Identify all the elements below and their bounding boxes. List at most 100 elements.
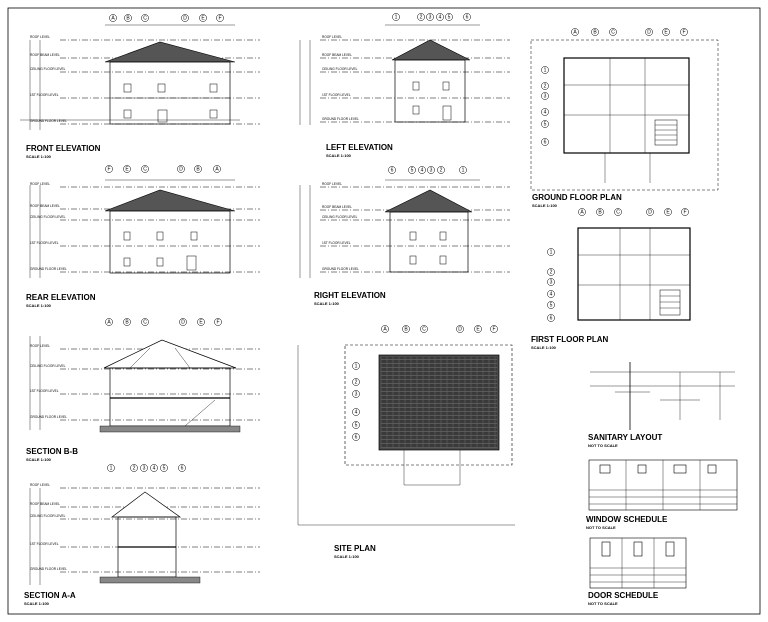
grid-label: E (199, 320, 203, 326)
grid-bubble (541, 82, 549, 90)
grid-bubble (105, 318, 113, 326)
sanitary-layout-scale: NOT TO SCALE (588, 443, 618, 448)
grid-bubble (547, 290, 555, 298)
rear-ground-floor-level: GROUND FLOOR LEVEL (30, 267, 67, 271)
grid-label: B (598, 210, 602, 216)
grid-bubble (474, 325, 482, 333)
grid-label: C (143, 167, 147, 173)
grid-bubble (199, 14, 207, 22)
bb-first-floor-level: 1ST FLOOR LEVEL (30, 389, 59, 393)
grid-bubble (571, 28, 579, 36)
grid-label: 5 (163, 466, 166, 472)
grid-label: 2 (133, 466, 136, 472)
grid-bubble (418, 166, 426, 174)
grid-bubble (547, 248, 555, 256)
grid-label: E (664, 30, 668, 36)
grid-bubble (547, 268, 555, 276)
grid-label: 3 (430, 168, 433, 174)
grid-label: F (216, 320, 219, 326)
grid-label: 6 (181, 466, 184, 472)
grid-label: 4 (439, 15, 442, 21)
right-ground-floor-level: GROUND FLOOR LEVEL (322, 267, 359, 271)
front-ceiling-level: CEILING FLOOR LEVEL (30, 67, 66, 71)
grid-label: B (404, 327, 408, 333)
grid-label: F (682, 30, 685, 36)
window-schedule-title: WINDOW SCHEDULE (586, 515, 668, 524)
grid-label: 3 (429, 15, 432, 21)
grid-label: 2 (550, 270, 553, 276)
grid-bubble (646, 208, 654, 216)
grid-bubble (547, 278, 555, 286)
grid-label: 2 (355, 380, 358, 386)
grid-label: 1 (550, 250, 553, 256)
grid-bubble (402, 325, 410, 333)
right-roof-level: ROOF LEVEL (322, 182, 342, 186)
grid-bubble (609, 28, 617, 36)
grid-bubble (408, 166, 416, 174)
window-schedule: WINDOW SCHEDULE NOT TO SCALE (586, 459, 738, 530)
grid-bubble (107, 464, 115, 472)
rear-elevation-scale: SCALE 1:100 (26, 303, 52, 308)
grid-label: A (107, 320, 111, 326)
grid-label: D (181, 320, 185, 326)
grid-bubble (541, 108, 549, 116)
grid-label: A (383, 327, 387, 333)
grid-bubble (436, 13, 444, 21)
front-elevation-scale: SCALE 1:100 (26, 154, 52, 159)
section-bb-title: SECTION B-B (26, 447, 78, 456)
aa-ceiling-level: CEILING FLOOR LEVEL (30, 514, 66, 518)
left-roof-beam-level: ROOF BEAM LEVEL (322, 53, 352, 57)
left-ceiling-level: CEILING FLOOR LEVEL (322, 67, 358, 71)
bb-ground-floor-level: GROUND FLOOR LEVEL (30, 415, 67, 419)
grid-bubble (445, 13, 453, 21)
rear-first-floor-level: 1ST FLOOR LEVEL (30, 241, 59, 245)
grid-label: E (666, 210, 670, 216)
rear-roof-level: ROOF LEVEL (30, 182, 50, 186)
grid-bubble (213, 165, 221, 173)
grid-label: 6 (544, 140, 547, 146)
left-elevation-title: LEFT ELEVATION (326, 143, 393, 152)
grid-bubble (214, 318, 222, 326)
grid-label: B (593, 30, 597, 36)
grid-label: A (580, 210, 584, 216)
grid-bubble (420, 325, 428, 333)
grid-label: A (111, 16, 115, 22)
grid-bubble (197, 318, 205, 326)
grid-label: C (143, 320, 147, 326)
grid-label: D (648, 210, 652, 216)
front-elevation-title: FRONT ELEVATION (26, 144, 101, 153)
section-aa-title: SECTION A-A (24, 591, 76, 600)
grid-label: E (476, 327, 480, 333)
grid-bubble (388, 166, 396, 174)
grid-label: 2 (440, 168, 443, 174)
grid-label: 6 (466, 15, 469, 21)
grid-label: F (218, 16, 221, 22)
grid-label: 5 (355, 423, 358, 429)
grid-bubble (352, 378, 360, 386)
ground-floor-plan-title: GROUND FLOOR PLAN (532, 193, 622, 202)
grid-label: D (183, 16, 187, 22)
grid-label: 3 (355, 392, 358, 398)
grid-label: F (492, 327, 495, 333)
grid-label: 1 (462, 168, 465, 174)
grid-bubble (541, 138, 549, 146)
grid-bubble (541, 66, 549, 74)
rear-roof-beam-level: ROOF BEAM LEVEL (30, 204, 60, 208)
window-schedule-scale: NOT TO SCALE (586, 525, 616, 530)
grid-label: 5 (550, 303, 553, 309)
grid-label: D (179, 167, 183, 173)
grid-label: 1 (110, 466, 113, 472)
section-bb: ROOF LEVEL CEILING FLOOR LEVEL 1ST FLOOR… (26, 318, 260, 462)
rear-elevation-title: REAR ELEVATION (26, 293, 96, 302)
grid-bubble (437, 166, 445, 174)
first-floor-plan-title: FIRST FLOOR PLAN (531, 335, 609, 344)
aa-roof-level: ROOF LEVEL (30, 483, 50, 487)
grid-bubble (664, 208, 672, 216)
grid-label: 4 (550, 292, 553, 298)
section-aa: ROOF LEVEL ROOF BEAM LEVEL CEILING FLOOR… (24, 464, 260, 606)
grid-label: D (458, 327, 462, 333)
door-schedule-title: DOOR SCHEDULE (588, 591, 659, 600)
